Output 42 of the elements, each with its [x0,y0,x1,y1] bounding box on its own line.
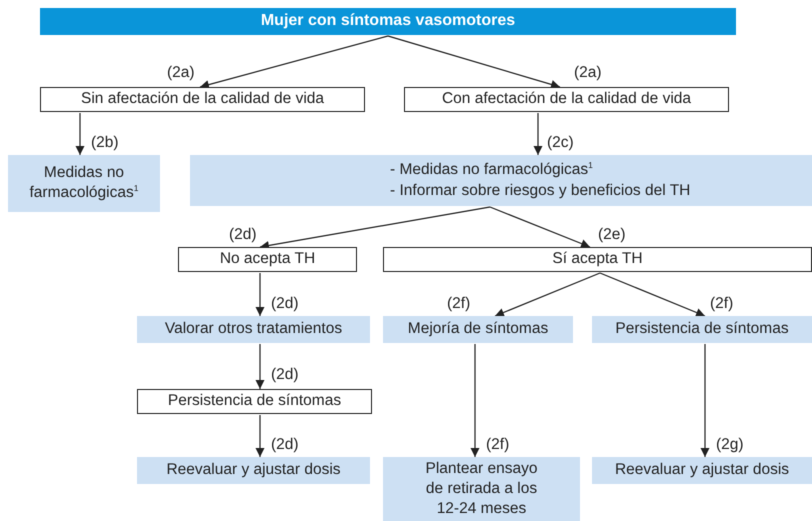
arrow [388,35,560,89]
edge-label: (2d) [270,366,300,385]
process-box: Valorar otros tratamientos [137,316,370,343]
arrow [534,113,542,155]
process-box: Plantear ensayo de retirada a los 12-24 meses [383,457,580,521]
arrow [494,272,600,317]
process-box: Reevaluar y ajustar dosis [137,457,370,484]
box-text: - Informar sobre riesgos y beneficios del TH [390,180,692,201]
arrow [200,35,388,89]
arrow [470,344,480,457]
decision-box: No acepta TH [178,247,357,272]
arrow [256,415,264,457]
edge-label: (2d) [270,295,300,314]
edge-label: (2e) [597,226,627,245]
process-box: Con afectación de la calidad de vida [404,87,729,112]
edge-label: (2b) [90,134,120,153]
edge-label: (2a) [166,64,196,83]
process-box [190,155,812,206]
arrow [700,344,710,457]
edge-label: (2f) [485,436,510,455]
arrow [76,113,84,155]
edge-label: (2d) [270,436,300,455]
edge-label: (2f) [709,295,734,314]
process-box: Persistencia de síntomas [592,316,812,343]
arrow [490,206,590,248]
edge-label: (2a) [573,64,603,83]
edge-label: (2g) [715,436,745,455]
edge-label: (2d) [228,226,258,245]
edge-label: (2c) [546,134,575,153]
process-box: Persistencia de síntomas [137,389,372,414]
process-box: Mejoría de síntomas [383,316,573,343]
box-text: - Medidas no farmacológicas$^{1}$ [390,160,594,180]
arrow [256,344,264,389]
edge-label: (2f) [446,295,472,314]
arrow [260,206,490,250]
title-banner: Mujer con síntomas vasomotores [40,8,736,35]
arrow [600,272,706,317]
process-box: Medidas no farmacológicas$^{1}$ [8,155,160,212]
process-box: Sin afectación de la calidad de vida [40,87,365,112]
decision-box: Sí acepta TH [383,247,812,272]
process-box: Reevaluar y ajustar dosis [592,457,812,484]
arrow [256,273,264,316]
